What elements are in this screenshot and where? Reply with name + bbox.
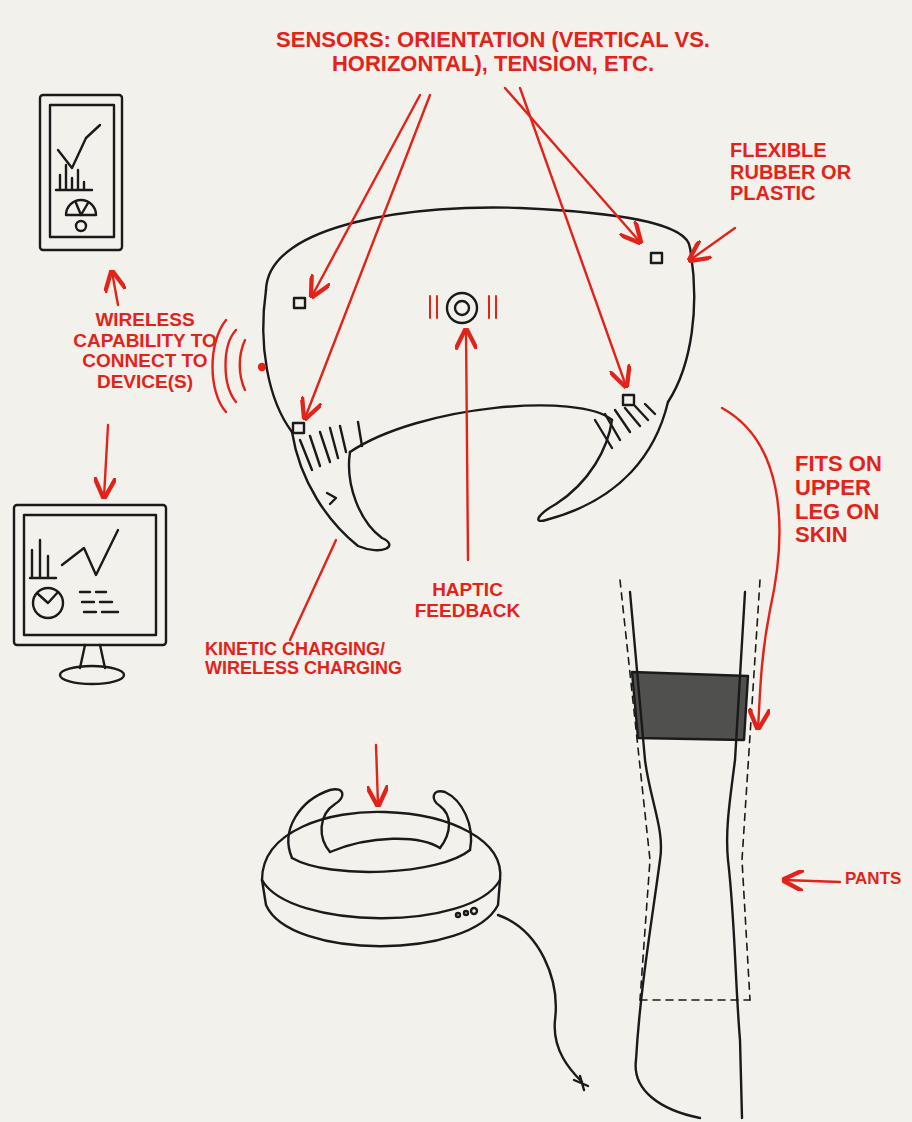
callout-label: FITS ON UPPER LEG ON SKIN xyxy=(795,452,903,547)
phone-sketch xyxy=(40,95,122,250)
callout-label: KINETIC CHARGING/ WIRELESS CHARGING xyxy=(205,640,405,679)
callout-label: FLEXIBLE RUBBER OR PLASTIC xyxy=(730,140,870,205)
callout-label: SENSORS: ORIENTATION (VERTICAL VS. HORIZ… xyxy=(268,28,718,76)
monitor-sketch xyxy=(14,505,166,684)
callout-arrows xyxy=(104,88,840,882)
callout-label: HAPTIC FEEDBACK xyxy=(405,580,530,621)
charging-dock-sketch xyxy=(262,789,588,1090)
callout-label: WIRELESS CAPABILITY TO CONNECT TO DEVICE… xyxy=(55,310,235,392)
callout-label: PANTS xyxy=(845,870,912,888)
leg-sketch xyxy=(620,580,760,1118)
leg-band-sketch xyxy=(263,207,694,550)
